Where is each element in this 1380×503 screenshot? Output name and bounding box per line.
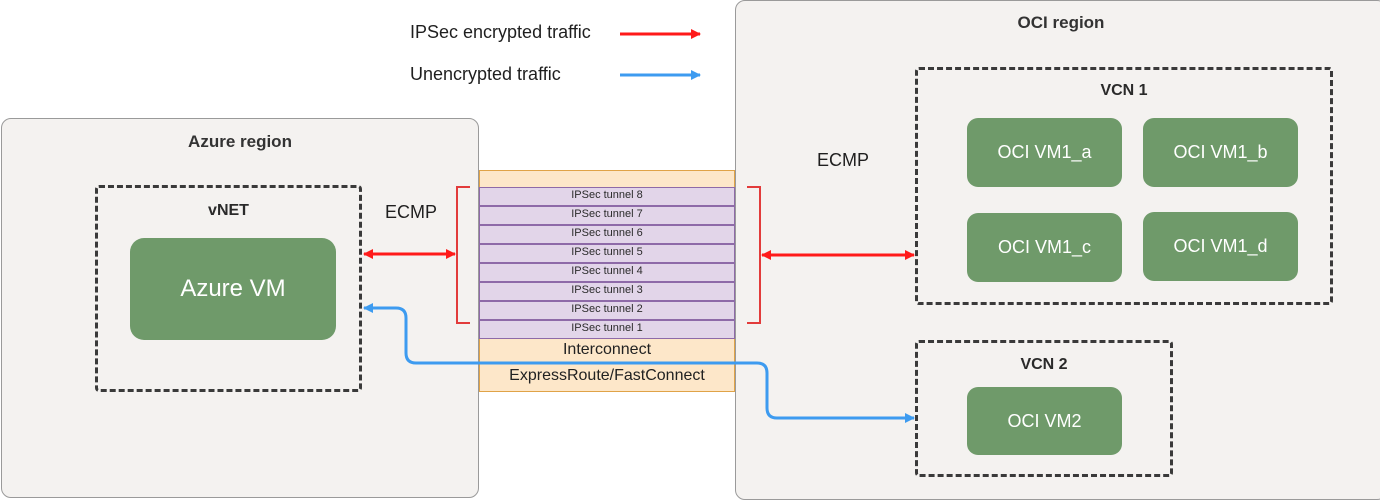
ecmp-left-bracket: [456, 186, 470, 324]
ipsec-tunnel-5: IPSec tunnel 5: [479, 244, 735, 263]
vcn1-title: VCN 1: [1100, 82, 1148, 99]
vcn1-container: VCN 1: [915, 67, 1333, 305]
ecmp-right-label: ECMP: [817, 150, 870, 170]
vnet-container: vNET: [95, 185, 362, 392]
azure-region-title: Azure region: [188, 132, 292, 151]
oci-vm2: OCI VM2: [967, 387, 1122, 455]
vnet-title: vNET: [208, 202, 249, 219]
unencrypted-path: [363, 303, 915, 423]
oci-vm1-a: OCI VM1_a: [967, 118, 1122, 187]
oci-region-title: OCI region: [1017, 13, 1105, 32]
ipsec-tunnel-8: IPSec tunnel 8: [479, 187, 735, 206]
oci-vm1-d: OCI VM1_d: [1143, 212, 1298, 281]
ecmp-left-label: ECMP: [385, 202, 438, 222]
ipsec-tunnel-7: IPSec tunnel 7: [479, 206, 735, 225]
ipsec-tunnel-6: IPSec tunnel 6: [479, 225, 735, 244]
ipsec-tunnel-3: IPSec tunnel 3: [479, 282, 735, 301]
vcn2-container: VCN 2: [915, 340, 1173, 477]
legend-ipsec-label: IPSec encrypted traffic: [410, 22, 591, 42]
ipsec-tunnel-4: IPSec tunnel 4: [479, 263, 735, 282]
legend-unencrypted-label: Unencrypted traffic: [410, 64, 561, 84]
vcn2-title: VCN 2: [1020, 356, 1068, 373]
azure-vm: Azure VM: [130, 238, 336, 340]
oci-vm1-c: OCI VM1_c: [967, 213, 1122, 282]
ecmp-right-bracket: [747, 186, 761, 324]
oci-vm1-b: OCI VM1_b: [1143, 118, 1298, 187]
